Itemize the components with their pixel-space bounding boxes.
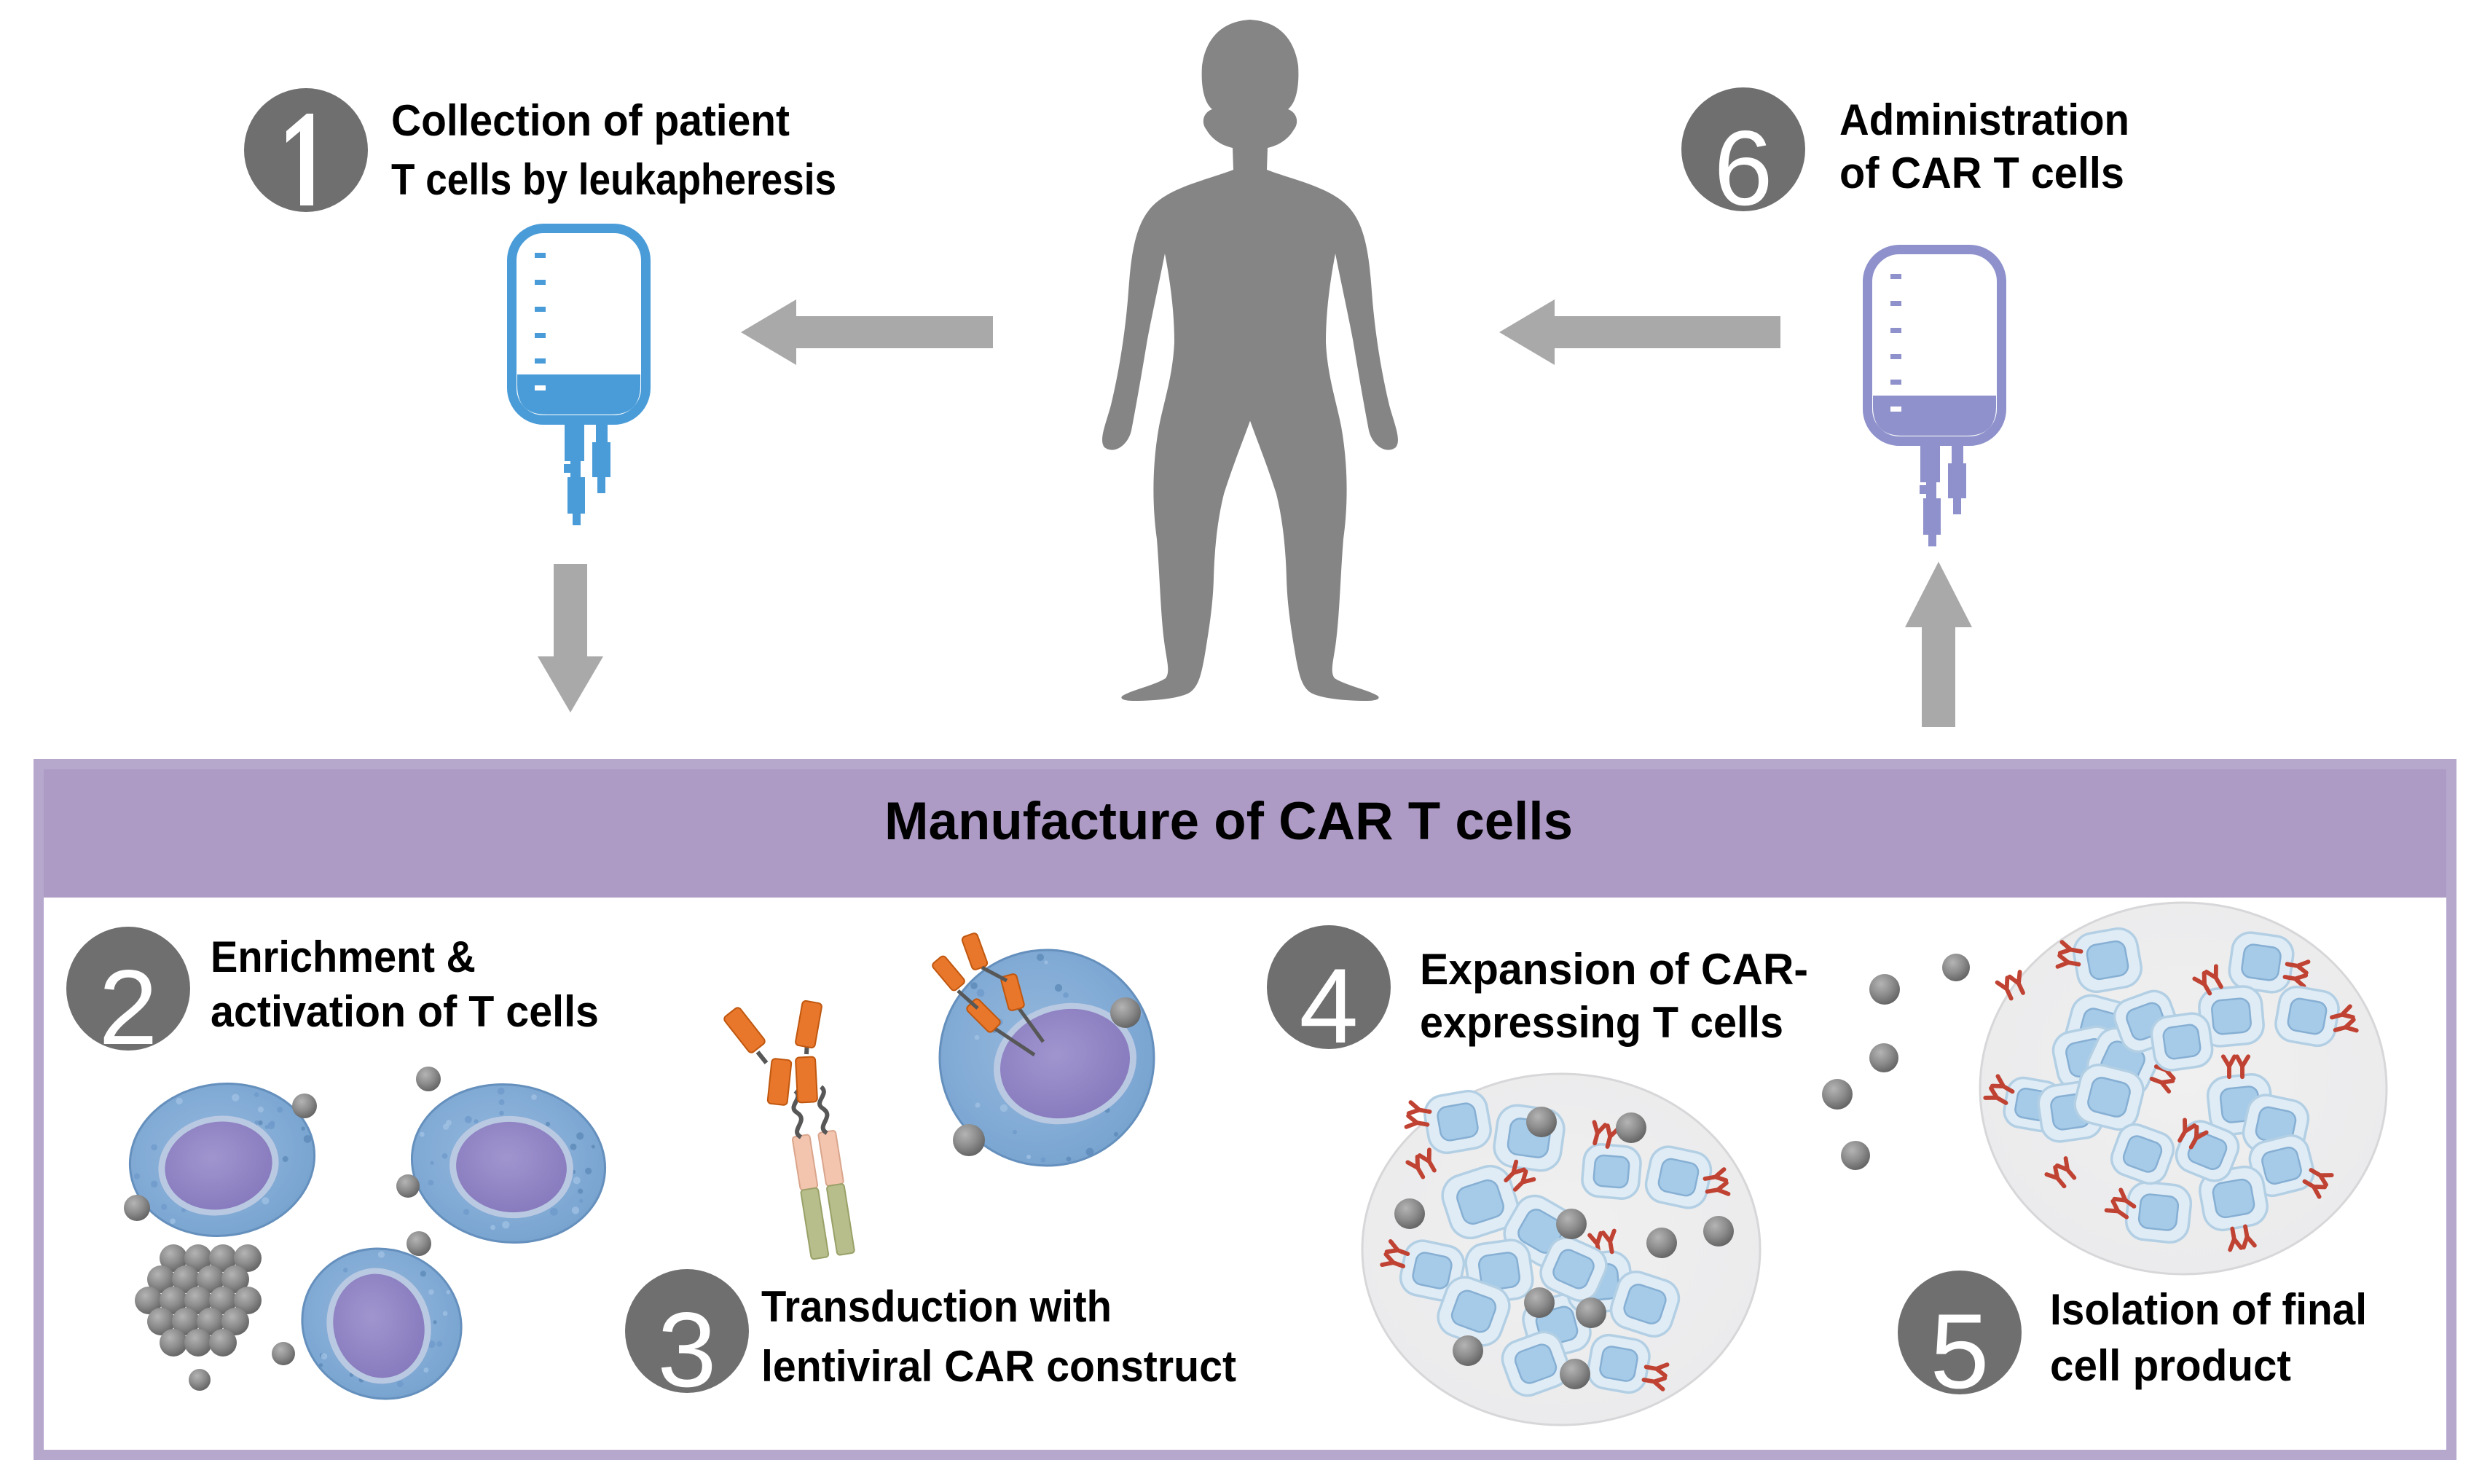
svg-text:lentiviral CAR construct: lentiviral CAR construct bbox=[761, 1342, 1236, 1391]
svg-text:T cells by leukapheresis: T cells by leukapheresis bbox=[391, 155, 836, 204]
svg-text:cell product: cell product bbox=[2050, 1341, 2291, 1390]
svg-text:2: 2 bbox=[98, 948, 157, 1067]
svg-text:3: 3 bbox=[657, 1290, 716, 1409]
svg-text:5: 5 bbox=[1930, 1292, 1989, 1410]
svg-text:6: 6 bbox=[1713, 109, 1772, 227]
svg-text:expressing T cells: expressing T cells bbox=[1420, 998, 1783, 1047]
svg-text:4: 4 bbox=[1299, 946, 1358, 1065]
svg-text:Expansion of CAR-: Expansion of CAR- bbox=[1420, 945, 1808, 994]
svg-text:Isolation of final: Isolation of final bbox=[2050, 1285, 2367, 1334]
svg-text:activation of T cells: activation of T cells bbox=[211, 987, 599, 1036]
svg-text:Enrichment &: Enrichment & bbox=[211, 933, 476, 981]
svg-text:Administration: Administration bbox=[1839, 95, 2129, 144]
svg-text:Manufacture of CAR T cells: Manufacture of CAR T cells bbox=[884, 792, 1573, 851]
svg-text:Collection of patient: Collection of patient bbox=[391, 96, 790, 145]
svg-text:Transduction with: Transduction with bbox=[761, 1282, 1112, 1331]
svg-text:of CAR T cells: of CAR T cells bbox=[1839, 149, 2124, 197]
